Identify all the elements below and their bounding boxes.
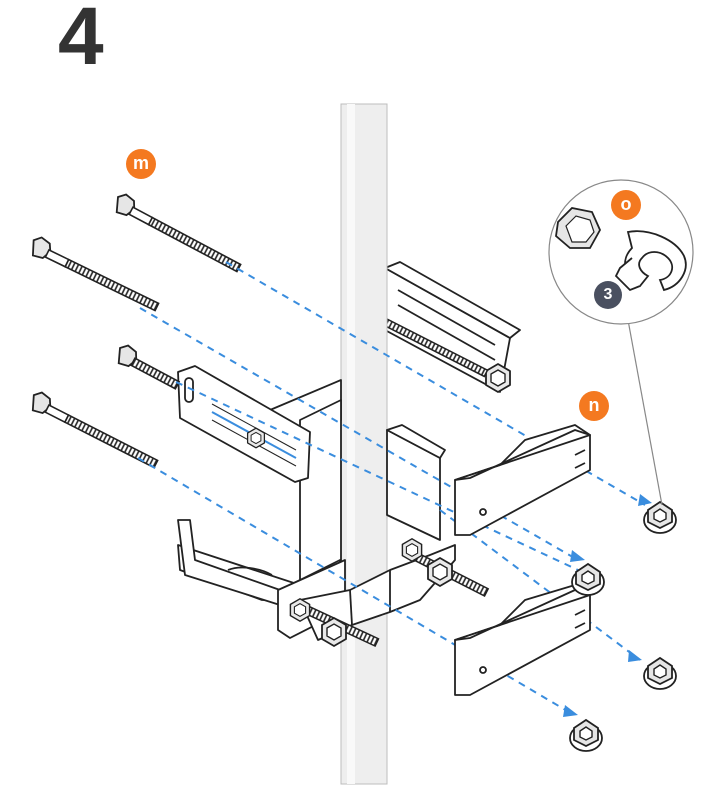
inset-leader-line <box>627 319 663 506</box>
flange-nut-4 <box>569 719 603 752</box>
mount-bracket <box>177 379 456 641</box>
callout-o: o <box>611 190 641 220</box>
bolt-2 <box>26 233 164 316</box>
callout-n: n <box>579 391 609 421</box>
rear-bracket <box>384 261 521 393</box>
inset-nut-icon <box>555 207 602 249</box>
callout-o-label: o <box>620 194 632 214</box>
bolt-1 <box>110 190 246 276</box>
tool-size-badge: 3 <box>594 281 622 309</box>
step-number: 4 <box>58 0 104 82</box>
clamp-nut-right <box>427 557 453 587</box>
flange-nut-1 <box>643 501 677 534</box>
callout-m-label: m <box>132 153 149 173</box>
guide-arrowheads <box>563 494 652 717</box>
clamp-plate-lower <box>454 584 591 696</box>
callout-n-label: n <box>588 395 600 415</box>
callout-m: m <box>126 149 156 179</box>
tool-size-label: 3 <box>603 286 613 303</box>
clamp-nut-left <box>321 617 347 647</box>
bolt-3 <box>117 344 181 390</box>
clamp-plate-upper <box>454 424 591 536</box>
flange-nut-3 <box>643 657 677 690</box>
adjustment-plate <box>177 365 311 483</box>
